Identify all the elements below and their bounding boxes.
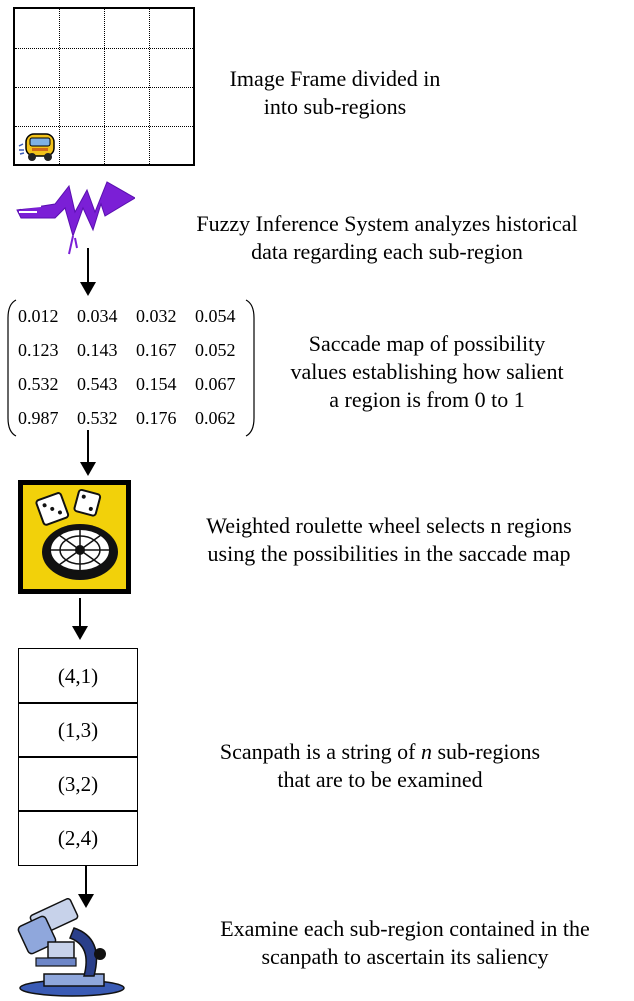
matrix-row: 0.123 0.143 0.167 0.052: [18, 340, 254, 361]
flow-arrow: [80, 248, 96, 296]
saccade-text-line3: a region is from 0 to 1: [329, 387, 525, 412]
flow-arrow: [72, 598, 88, 640]
scanpath-cell: (3,2): [18, 756, 138, 812]
roulette-description: Weighted roulette wheel selects n region…: [144, 512, 634, 568]
scanpath-cell: (4,1): [18, 648, 138, 704]
lightning-icon: [16, 181, 135, 255]
image-frame-grid: [13, 7, 195, 166]
scanpath-text-line2: that are to be examined: [277, 767, 483, 792]
saccade-text-line1: Saccade map of possibility: [308, 331, 546, 356]
frame-text-line1: Image Frame divided in: [229, 66, 441, 91]
scanpath-cell: (1,3): [18, 702, 138, 758]
scanpath-text-italic: n: [420, 739, 432, 764]
matrix-cell: 0.176: [136, 408, 177, 428]
matrix-left-paren: [7, 299, 17, 437]
matrix-cell: 0.062: [195, 408, 236, 428]
matrix-cell: 0.543: [77, 374, 118, 394]
saccade-text-line2: values establishing how salient: [290, 359, 564, 384]
grid-line: [104, 9, 105, 164]
matrix-cell: 0.052: [195, 340, 236, 360]
matrix-cell: 0.987: [18, 408, 59, 428]
roulette-text-line1: Weighted roulette wheel selects n region…: [206, 513, 572, 538]
examine-text-line1: Examine each sub-region contained in the: [220, 916, 590, 941]
microscope-icon: [17, 898, 125, 997]
scanpath-text-line1: Scanpath is a string of n sub-regions: [160, 738, 600, 766]
matrix-cell: 0.532: [18, 374, 59, 394]
scanpath-text-pre: Scanpath is a string of: [219, 739, 421, 764]
matrix-cell: 0.167: [136, 340, 177, 360]
examine-text-line2: scanpath to ascertain its saliency: [261, 944, 549, 969]
frame-text-line2: into sub-regions: [263, 94, 407, 119]
fuzzy-text-line2: data regarding each sub-region: [251, 239, 523, 264]
bus-icon: [18, 133, 55, 161]
fuzzy-description: Fuzzy Inference System analyzes historic…: [140, 210, 634, 266]
scanpath-text-post: sub-regions: [431, 739, 541, 764]
matrix-cell: 0.143: [77, 340, 118, 360]
matrix-cell: 0.067: [195, 374, 236, 394]
fuzzy-text-line1: Fuzzy Inference System analyzes historic…: [196, 211, 578, 236]
matrix-row: 0.987 0.532 0.176 0.062: [18, 408, 254, 429]
matrix-cell: 0.032: [136, 306, 177, 326]
saccade-matrix: 0.012 0.034 0.032 0.054 0.123 0.143 0.16…: [6, 298, 256, 438]
roulette-text-line2: using the possibilities in the saccade m…: [207, 541, 571, 566]
matrix-cell: 0.123: [18, 340, 59, 360]
grid-line: [149, 9, 150, 164]
scanpath-description: Scanpath is a string of n sub-regions th…: [160, 738, 600, 794]
matrix-right-paren: [245, 299, 255, 437]
matrix-cell: 0.012: [18, 306, 59, 326]
examine-description: Examine each sub-region contained in the…: [176, 915, 634, 971]
matrix-row: 0.532 0.543 0.154 0.067: [18, 374, 254, 395]
saccade-description: Saccade map of possibility values establ…: [262, 330, 592, 414]
matrix-row: 0.012 0.034 0.032 0.054: [18, 306, 254, 327]
scanpath-cell: (2,4): [18, 810, 138, 866]
roulette-wheel-icon: [18, 480, 131, 594]
flow-arrow: [78, 866, 94, 908]
grid-line: [59, 9, 60, 164]
frame-description: Image Frame divided in into sub-regions: [210, 65, 460, 121]
matrix-cell: 0.034: [77, 306, 118, 326]
matrix-cell: 0.532: [77, 408, 118, 428]
matrix-cell: 0.054: [195, 306, 236, 326]
matrix-cell: 0.154: [136, 374, 177, 394]
flow-arrow: [80, 430, 96, 476]
